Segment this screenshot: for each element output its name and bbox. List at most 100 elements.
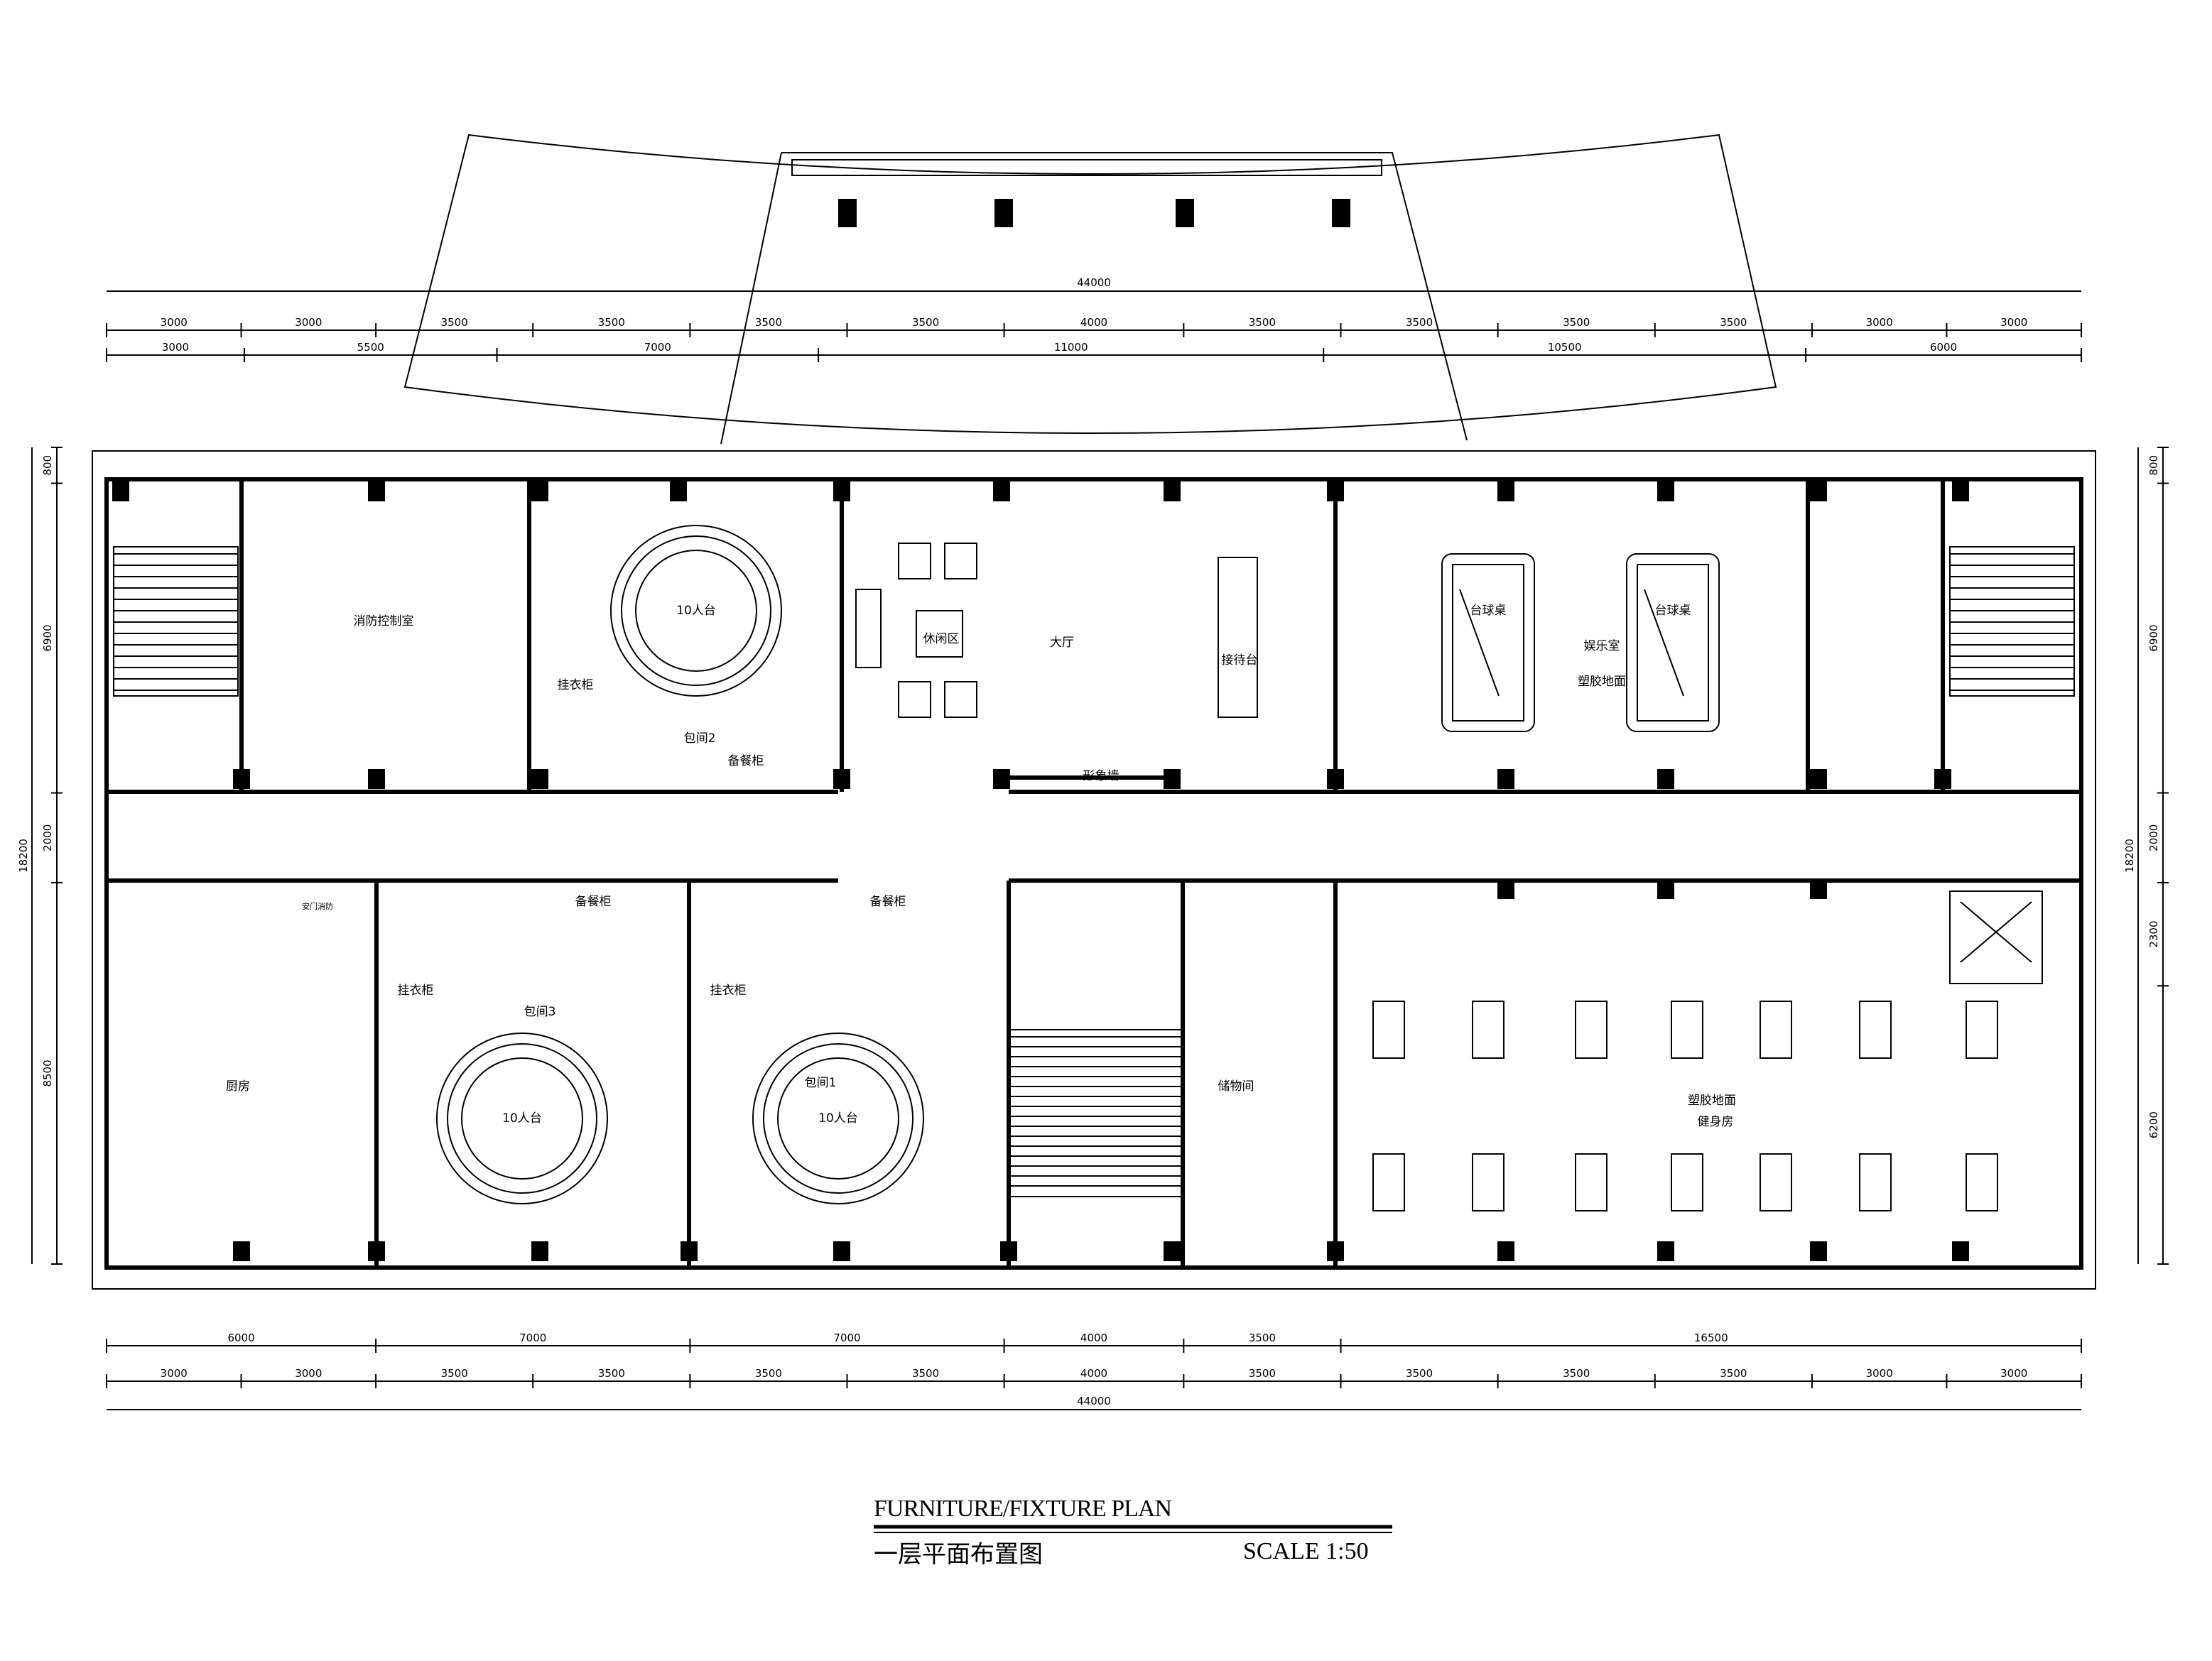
label-kitchen: 厨房 <box>226 1079 250 1094</box>
column-19 <box>1497 769 1514 789</box>
column-36 <box>1810 1241 1827 1261</box>
label-table-room1: 10人台 <box>818 1111 858 1126</box>
column-21 <box>1810 769 1827 789</box>
gym-machine-a-5 <box>1859 1001 1892 1059</box>
column-35 <box>1657 1241 1674 1261</box>
column-1 <box>368 481 385 501</box>
column-33 <box>1327 1241 1344 1261</box>
dim-left-0: 800 <box>41 455 54 476</box>
label-gym: 健身房 <box>1698 1115 1734 1129</box>
lounge-seating <box>855 543 977 718</box>
label-entertainment: 娱乐室 <box>1584 639 1620 653</box>
column-22 <box>1934 769 1951 789</box>
dim-top2-1: 5500 <box>357 341 384 354</box>
dim-bot2-4: 3500 <box>755 1367 782 1380</box>
column-34 <box>1497 1241 1514 1261</box>
dim-top1-4: 3500 <box>755 316 782 329</box>
round-table-room2 <box>610 525 782 697</box>
dim-left-total: 18200 <box>17 839 30 873</box>
dim-bot2-8: 3500 <box>1406 1367 1433 1380</box>
column-5 <box>993 481 1010 501</box>
label-table-room2: 10人台 <box>676 604 716 618</box>
label-coat-a: 挂衣柜 <box>558 678 594 692</box>
label-feature-wall: 形象墙 <box>1083 769 1119 783</box>
column-29 <box>681 1241 698 1261</box>
label-private-room-1: 包间1 <box>805 1076 837 1090</box>
title-scale: SCALE 1:50 <box>1243 1538 1369 1564</box>
title-en: FURNITURE/FIXTURE PLAN <box>874 1496 1172 1522</box>
dim-top1-2: 3500 <box>441 316 468 329</box>
dim-bot2-11: 3000 <box>1866 1367 1893 1380</box>
gym-machine-b-1 <box>1472 1153 1505 1211</box>
dim-bottom-overall: 44000 <box>1077 1395 1111 1407</box>
dim-bot2-12: 3000 <box>2000 1367 2027 1380</box>
label-plastic-floor-2: 塑胶地面 <box>1688 1094 1736 1108</box>
column-24 <box>1657 879 1674 899</box>
gym-machine-a-3 <box>1671 1001 1703 1059</box>
dim-right-0: 800 <box>2147 455 2160 476</box>
column-3 <box>670 481 687 501</box>
dim-right-3: 2300 <box>2147 920 2160 947</box>
column-28 <box>531 1241 548 1261</box>
label-storage: 储物间 <box>1218 1079 1254 1094</box>
label-kitchen-sign: 安门消防 <box>302 901 333 911</box>
label-billiard-1: 台球桌 <box>1470 604 1507 618</box>
dim-top1-8: 3500 <box>1406 316 1433 329</box>
dim-top1-1: 3000 <box>295 316 322 329</box>
stair-center <box>1008 1029 1183 1197</box>
column-11 <box>1952 481 1969 501</box>
dim-bot1-3: 4000 <box>1080 1331 1107 1344</box>
dim-bot2-2: 3500 <box>441 1367 468 1380</box>
elevator <box>1949 891 2043 984</box>
column-26 <box>233 1241 250 1261</box>
dim-top1-10: 3500 <box>1720 316 1747 329</box>
title-block: FURNITURE/FIXTURE PLAN 一层平面布置图 SCALE 1:5… <box>874 1496 1392 1568</box>
column-12 <box>233 769 250 789</box>
dim-bot2-5: 3500 <box>912 1367 939 1380</box>
gym-machine-b-3 <box>1671 1153 1703 1211</box>
column-2 <box>531 481 548 501</box>
column-10 <box>1810 481 1827 501</box>
label-private-room-3: 包间3 <box>524 1005 556 1019</box>
dim-top1-11: 3000 <box>1866 316 1893 329</box>
dim-top1-7: 3500 <box>1249 316 1276 329</box>
dim-top1-5: 3500 <box>912 316 939 329</box>
dim-bot2-7: 3500 <box>1249 1367 1276 1380</box>
round-table-room3 <box>436 1033 608 1204</box>
dim-bot2-1: 3000 <box>295 1367 322 1380</box>
gym-machine-a-4 <box>1760 1001 1792 1059</box>
label-sideboard-a: 备餐柜 <box>728 754 764 768</box>
exterior-wall <box>104 477 2083 1270</box>
gym-machine-b-5 <box>1859 1153 1892 1211</box>
structural-columns <box>112 481 1969 1261</box>
gym-machine-a-0 <box>1372 1001 1405 1059</box>
label-reception: 接待台 <box>1222 653 1258 668</box>
stair-left <box>113 546 239 697</box>
label-lobby: 大厅 <box>1050 636 1074 650</box>
entrance-canopy <box>403 134 1777 445</box>
gym-machine-a-2 <box>1575 1001 1608 1059</box>
column-13 <box>368 769 385 789</box>
dim-top2-5: 6000 <box>1930 341 1957 354</box>
reception-desk <box>1218 557 1258 718</box>
label-private-room-2: 包间2 <box>684 731 716 746</box>
dim-bot1-1: 7000 <box>519 1331 546 1344</box>
dim-bot2-3: 3500 <box>598 1367 625 1380</box>
dim-top2-3: 11000 <box>1054 341 1088 354</box>
dim-left-3: 8500 <box>41 1060 54 1087</box>
column-32 <box>1164 1241 1181 1261</box>
label-table-room3: 10人台 <box>502 1111 542 1126</box>
dim-right-4: 6200 <box>2147 1111 2160 1138</box>
dim-top2-4: 10500 <box>1548 341 1582 354</box>
column-15 <box>833 769 850 789</box>
gym-machine-b-4 <box>1760 1153 1792 1211</box>
label-sideboard-c: 备餐柜 <box>870 895 906 909</box>
dim-right-2: 2000 <box>2147 824 2160 851</box>
gym-machine-b-6 <box>1966 1153 1998 1211</box>
dim-left-2: 2000 <box>41 824 54 851</box>
gym-machine-a-6 <box>1966 1001 1998 1059</box>
column-14 <box>531 769 548 789</box>
